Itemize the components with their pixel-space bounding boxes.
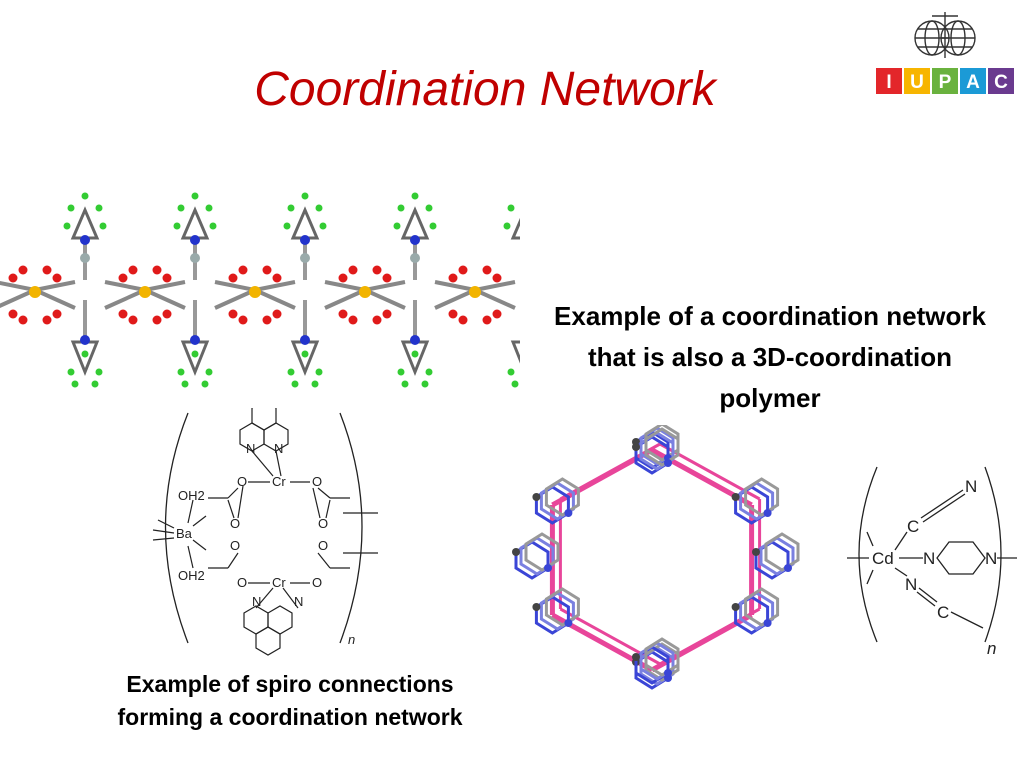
oxygen-label: O [230, 516, 240, 531]
nitrogen-label: N [294, 594, 303, 609]
carbon-label: C [937, 603, 949, 622]
oxygen-label: O [318, 516, 328, 531]
logo-letter-box [876, 68, 902, 94]
slide-title: Coordination Network [254, 63, 716, 116]
framework-3d-image [492, 422, 812, 700]
logo-letter: I [886, 72, 891, 93]
logo-letter: U [910, 72, 924, 93]
oxygen-label: O [312, 575, 322, 590]
logo-letter-box [988, 68, 1014, 94]
oxygen-label: O [237, 474, 247, 489]
nitrogen-label: N [274, 441, 283, 456]
caption-3d-polymer: Example of a coordination network that i… [554, 301, 986, 413]
oxygen-label: O [237, 575, 247, 590]
logo-letter: C [994, 72, 1008, 93]
nitrogen-label: N [923, 549, 935, 568]
repeat-unit-label: n [987, 639, 996, 657]
oxygen-label: O [312, 474, 322, 489]
logo-letter-box [932, 68, 958, 94]
caption-spiro-line-2: forming a coordination network [117, 704, 463, 730]
spiro-structure-diagram: N N Cr O O O O OH2 Ba OH2 O O Cr O O N N… [148, 400, 388, 663]
oxygen-label: O [230, 538, 240, 553]
chromium-label: Cr [272, 575, 286, 590]
barium-label: Ba [176, 526, 193, 541]
water-label: OH2 [178, 568, 205, 583]
logo-letter: A [966, 72, 980, 93]
oxygen-label: O [318, 538, 328, 553]
logo-letter: P [939, 72, 952, 93]
nitrogen-label: N [905, 575, 917, 594]
nitrogen-label: N [985, 549, 997, 568]
logo-letter-box [960, 68, 986, 94]
caption-spiro-line-1: Example of spiro connections [126, 671, 454, 697]
nitrogen-label: N [252, 594, 261, 609]
chromium-label: Cr [272, 474, 286, 489]
caption-spiro: Example of spiro connections forming a c… [40, 668, 540, 734]
repeat-unit-label: n [348, 632, 355, 647]
nitrogen-label: N [965, 477, 977, 496]
nitrogen-label: N [246, 441, 255, 456]
cadmium-structure-diagram: Cd C N N N N C n [845, 462, 1020, 662]
globe-icon [914, 12, 976, 58]
cadmium-label: Cd [872, 549, 894, 568]
carbon-label: C [907, 517, 919, 536]
logo-letter-box [904, 68, 930, 94]
coordination-chain-image [0, 180, 547, 410]
water-label: OH2 [178, 488, 205, 503]
